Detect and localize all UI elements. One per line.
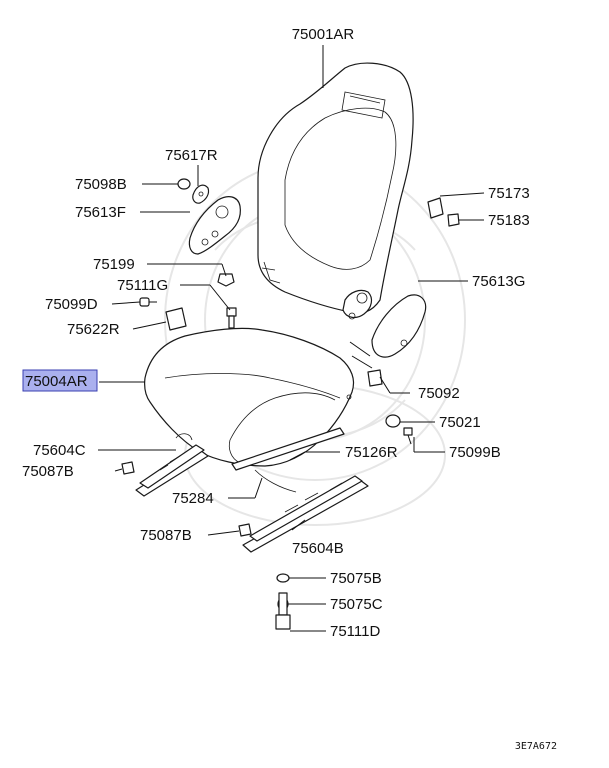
seat-back: [257, 62, 414, 315]
label-75183[interactable]: 75183: [488, 212, 530, 229]
part-75173: [427, 197, 444, 219]
bolt-75111d: [275, 592, 291, 630]
nut-left: [121, 461, 135, 475]
label-75613G[interactable]: 75613G: [472, 273, 525, 290]
label-75098B[interactable]: 75098B: [75, 176, 127, 193]
label-75001AR[interactable]: 75001AR: [292, 26, 355, 43]
label-75126R[interactable]: 75126R: [345, 444, 398, 461]
label-75199[interactable]: 75199: [93, 256, 135, 273]
label-75622R[interactable]: 75622R: [67, 321, 120, 338]
bushing-75021: [385, 414, 401, 428]
label-75111D[interactable]: 75111D: [330, 623, 380, 640]
slide-rail-left: [135, 433, 209, 497]
recliner-bracket-left: [188, 196, 241, 255]
label-75111G[interactable]: 75111G: [117, 277, 168, 294]
part-75183: [447, 213, 460, 227]
label-75004AR[interactable]: 75004AR: [25, 373, 88, 390]
cap: [177, 178, 191, 190]
leader-lines: [98, 45, 485, 632]
screw-75099d: [139, 297, 157, 307]
clip: [217, 273, 235, 287]
slide-rail-right: [242, 475, 369, 553]
label-75075C[interactable]: 75075C: [330, 596, 383, 613]
label-75604B[interactable]: 75604B: [292, 540, 344, 557]
label-75075B[interactable]: 75075B: [330, 570, 382, 587]
recliner-lever: [192, 184, 210, 204]
reference-code: 3E7A672: [515, 741, 557, 752]
label-75021[interactable]: 75021: [439, 414, 481, 431]
label-75173[interactable]: 75173: [488, 185, 530, 202]
label-75284[interactable]: 75284: [172, 490, 214, 507]
screw-75099b: [403, 427, 413, 445]
label-75099B[interactable]: 75099B: [449, 444, 501, 461]
rail-connector: [231, 427, 345, 493]
label-75617R[interactable]: 75617R: [165, 147, 218, 164]
seat-cushion: [144, 327, 355, 467]
bolt-75111g: [226, 307, 237, 329]
nut-right: [238, 523, 252, 537]
label-75613F[interactable]: 75613F: [75, 204, 126, 221]
label-75087B-left[interactable]: 75087B: [22, 463, 74, 480]
knob-75092: [367, 369, 383, 387]
label-75087B-right[interactable]: 75087B: [140, 527, 192, 544]
label-75092[interactable]: 75092: [418, 385, 460, 402]
cover-75622r: [165, 307, 187, 331]
highlight-box: [22, 369, 98, 392]
washer-75075b: [276, 573, 290, 583]
part-labels: 75001AR 75617R 75098B 75613F 75199 75111…: [22, 26, 557, 752]
recliner-right: [342, 289, 427, 358]
label-75604C[interactable]: 75604C: [33, 442, 86, 459]
label-75099D[interactable]: 75099D: [45, 296, 98, 313]
